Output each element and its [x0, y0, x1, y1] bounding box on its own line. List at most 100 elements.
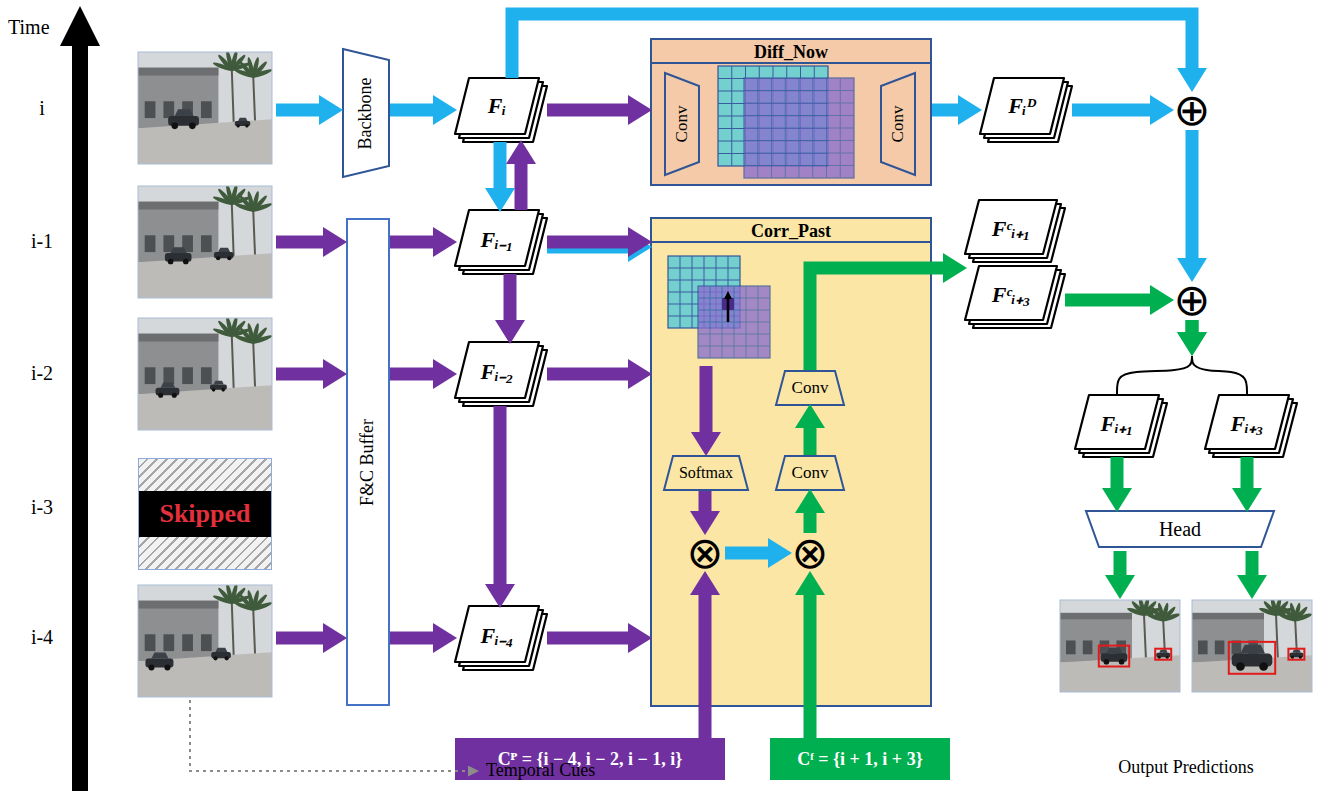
time-index: i-1: [31, 230, 53, 252]
add-symbol: ⊕: [1172, 280, 1212, 320]
node-outline: [776, 371, 844, 405]
connector: [810, 595, 811, 738]
node-label: Conv: [792, 378, 829, 398]
street-photo: [138, 334, 218, 394]
connector: [390, 242, 433, 243]
street-photo: [163, 367, 174, 384]
label-slot: i: [20, 97, 64, 120]
stack-slot: Fᶜᵢ₊₁: [965, 200, 1065, 262]
flow-arrow: [276, 236, 323, 249]
street-photo: [236, 124, 239, 127]
connector-shadow: [547, 241, 628, 254]
street-photo: [1060, 613, 1132, 663]
node-label: Fᶜᵢ₊₃: [992, 278, 1031, 308]
index-set-box: Cᶠ = {i + 1, i + 3}: [770, 738, 950, 780]
node-label: Fᵢ₋₄: [480, 619, 513, 649]
node-label: Head: [1159, 518, 1201, 541]
connector-arrow: [1186, 130, 1199, 258]
feature-grid: [698, 286, 770, 358]
connector: [500, 142, 501, 188]
street-photo: [138, 601, 218, 661]
connector-arrow: [1186, 320, 1199, 332]
street-photo: [238, 118, 247, 121]
connector-arrow: [547, 236, 628, 249]
connector: [1065, 300, 1150, 301]
street-photo: [1060, 600, 1180, 692]
street-photo: [201, 634, 212, 651]
street-photo: [161, 383, 175, 388]
connector: [1192, 320, 1247, 394]
street-photo: [138, 68, 218, 128]
street-photo: [138, 318, 272, 430]
connector: [547, 110, 628, 111]
feature-stack: Fᵢ₊₃: [1205, 395, 1297, 457]
street-photo: [1161, 612, 1180, 623]
feature-grid: [744, 140, 854, 141]
street-photo: [1192, 600, 1312, 692]
head-block: Head: [1085, 510, 1275, 548]
street-photo: [1240, 645, 1265, 654]
brace-line: [1117, 356, 1192, 394]
time-index: i-2: [31, 362, 53, 384]
connector: [932, 110, 958, 111]
node-label: Fᵢ₊₁: [1100, 407, 1133, 437]
street-photo: [212, 388, 216, 392]
connector-arrow: [932, 104, 958, 117]
connector: [390, 374, 433, 375]
connector: [810, 513, 811, 533]
photo-frame: [138, 585, 272, 697]
street-photo: [182, 367, 193, 384]
buffer-block: F&C Buffer: [346, 218, 390, 706]
connector-arrow: [494, 406, 507, 584]
detection-box: [1288, 649, 1304, 660]
node-outline: [881, 73, 915, 175]
connector: [1072, 110, 1150, 111]
street-photo: [164, 664, 170, 670]
street-photo: [251, 68, 272, 79]
feature-stack: Fᵢᴰ: [980, 78, 1072, 142]
feature-grid: [744, 165, 854, 166]
feature-sheet: [1205, 395, 1289, 449]
add-symbol: ⊕: [1172, 90, 1212, 130]
feature-grid: [698, 334, 770, 335]
street-photo: [163, 634, 174, 651]
street-photo: [138, 385, 272, 430]
street-photo: [1198, 640, 1208, 654]
street-photo: [201, 235, 212, 252]
flow-arrow: [1114, 551, 1127, 575]
street-photo: [232, 336, 234, 392]
street-photo: [213, 656, 217, 660]
street-photo: [1119, 659, 1125, 665]
street-photo: [232, 204, 234, 260]
street-photo: [138, 119, 272, 164]
flow-arrow: [700, 366, 713, 432]
street-photo: [145, 235, 156, 252]
feature-grid: [746, 286, 747, 358]
node-label: Conv: [672, 106, 692, 143]
feature-grid: [698, 286, 770, 358]
street-photo: [1144, 615, 1146, 661]
node-label: Fᵢ: [488, 93, 506, 119]
street-photo: [168, 259, 174, 265]
photo-frame: [1192, 600, 1312, 692]
stack-slot: Fᶜᵢ₊₃: [965, 266, 1065, 328]
connector-arrow: [725, 547, 768, 560]
flow-arrow: [276, 632, 323, 645]
label-slot: i-2: [20, 362, 64, 385]
street-photo: [1158, 656, 1161, 659]
node-label: F&C Buffer: [358, 418, 379, 505]
feature-grid: [698, 346, 770, 347]
street-photo: [138, 318, 272, 430]
street-photo: [145, 101, 156, 118]
connector: [547, 374, 628, 375]
street-photo: [189, 123, 196, 130]
street-photo: [1066, 640, 1076, 654]
connector-arrow: [1241, 457, 1254, 488]
street-photo: [138, 585, 272, 697]
conv-block: Conv: [775, 370, 845, 406]
street-photo: [138, 202, 218, 262]
street-photo: [138, 601, 218, 609]
street-photo: [245, 124, 248, 127]
